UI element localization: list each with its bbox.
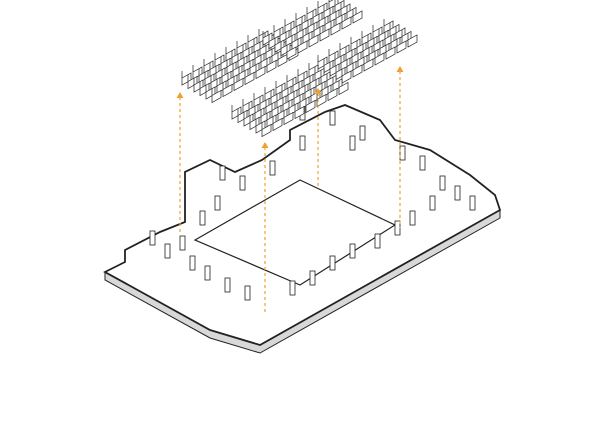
column: [299, 135, 306, 151]
arrow-head-icon: [396, 66, 404, 72]
seat-row: [294, 105, 305, 120]
seat-row: [385, 46, 396, 60]
seat-row: [277, 53, 288, 68]
seat-row: [396, 40, 407, 54]
seat-row: [255, 65, 266, 80]
column: [359, 125, 366, 141]
column: [349, 243, 356, 259]
seating-clusters: [181, 0, 418, 138]
column: [204, 265, 211, 281]
column: [179, 235, 186, 251]
seat-row: [266, 59, 277, 74]
seat-row: [363, 58, 374, 72]
seat-row: [407, 34, 418, 48]
column: [454, 185, 461, 201]
projection-arrow: [396, 66, 404, 228]
seat-row: [352, 10, 363, 24]
seat-row: [233, 77, 244, 92]
arrow-head-icon: [176, 92, 184, 98]
column: [329, 110, 336, 126]
seat-row: [261, 123, 272, 138]
column: [309, 270, 316, 286]
seat-row: [211, 89, 222, 104]
seat-row: [222, 83, 233, 98]
column: [219, 165, 226, 181]
column: [239, 175, 246, 191]
seat-row: [283, 111, 294, 126]
projection-arrow: [176, 92, 184, 232]
projection-arrows: [176, 66, 404, 312]
projection-arrow: [261, 142, 269, 312]
column: [469, 195, 476, 211]
seat-row: [305, 99, 316, 114]
seat-cluster: [181, 29, 299, 104]
column: [399, 145, 406, 161]
column: [419, 155, 426, 171]
column: [149, 230, 156, 246]
column: [164, 243, 171, 259]
column: [374, 233, 381, 249]
column: [429, 195, 436, 211]
seat-row: [374, 52, 385, 66]
seat-row: [319, 28, 330, 42]
floor-plate: [103, 104, 502, 354]
column: [224, 277, 231, 293]
column: [289, 280, 296, 296]
seat-row: [272, 117, 283, 132]
seat-cluster: [231, 63, 349, 138]
projection-arrow: [314, 88, 322, 186]
column: [199, 210, 206, 226]
column: [439, 175, 446, 191]
seat-row: [330, 22, 341, 36]
seat-row: [244, 71, 255, 86]
column: [349, 135, 356, 151]
column: [244, 285, 251, 301]
seat-row: [286, 46, 297, 60]
arrow-head-icon: [261, 142, 269, 148]
seat-row: [316, 93, 327, 108]
column: [329, 255, 336, 271]
seat-row: [338, 81, 349, 96]
seat-row: [308, 34, 319, 48]
seat-cluster: [262, 0, 363, 60]
column: [394, 220, 401, 236]
seat-cluster: [317, 19, 418, 84]
column: [189, 255, 196, 271]
seat-row: [341, 16, 352, 30]
column: [214, 195, 221, 211]
arrow-head-icon: [314, 88, 322, 94]
seat-row: [327, 87, 338, 102]
seat-row: [352, 64, 363, 78]
column: [269, 160, 276, 176]
seat-row: [297, 40, 308, 54]
column: [409, 210, 416, 226]
